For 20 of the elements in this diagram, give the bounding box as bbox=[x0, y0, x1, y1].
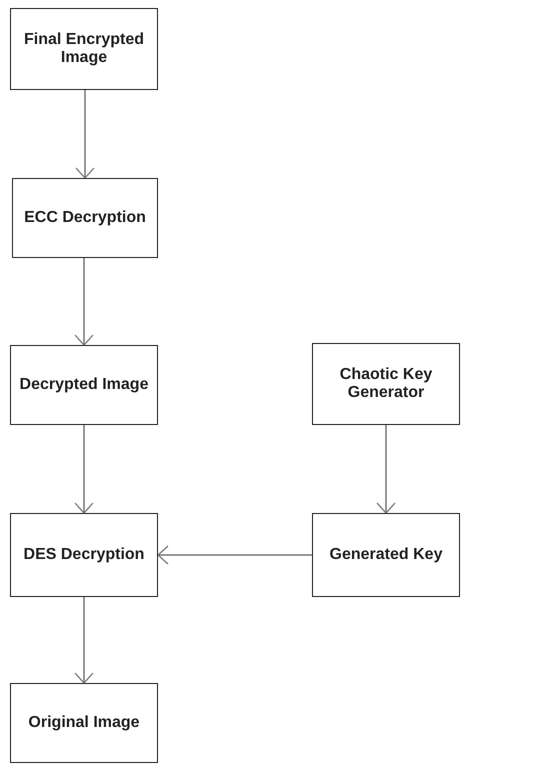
arrow bbox=[157, 545, 312, 565]
process-box bbox=[10, 683, 158, 763]
process-box bbox=[10, 345, 158, 425]
box-label: DES Decryption bbox=[22, 546, 146, 564]
box-label: Original Image bbox=[27, 714, 141, 732]
process-box bbox=[10, 8, 158, 90]
arrow bbox=[74, 597, 94, 684]
process-box bbox=[312, 513, 460, 597]
arrow bbox=[74, 258, 94, 346]
box-label: Final Encrypted Image bbox=[22, 30, 146, 68]
box-label: Decrypted Image bbox=[18, 376, 150, 394]
box-label: ECC Decryption bbox=[23, 208, 147, 228]
box-label: Chaotic Key Generator bbox=[338, 366, 434, 402]
box-label: Generated Key bbox=[328, 546, 444, 564]
process-box bbox=[312, 343, 460, 425]
arrow bbox=[376, 425, 396, 514]
arrow bbox=[74, 425, 94, 514]
process-box bbox=[12, 178, 158, 258]
process-box bbox=[10, 513, 158, 597]
arrow bbox=[75, 90, 95, 179]
